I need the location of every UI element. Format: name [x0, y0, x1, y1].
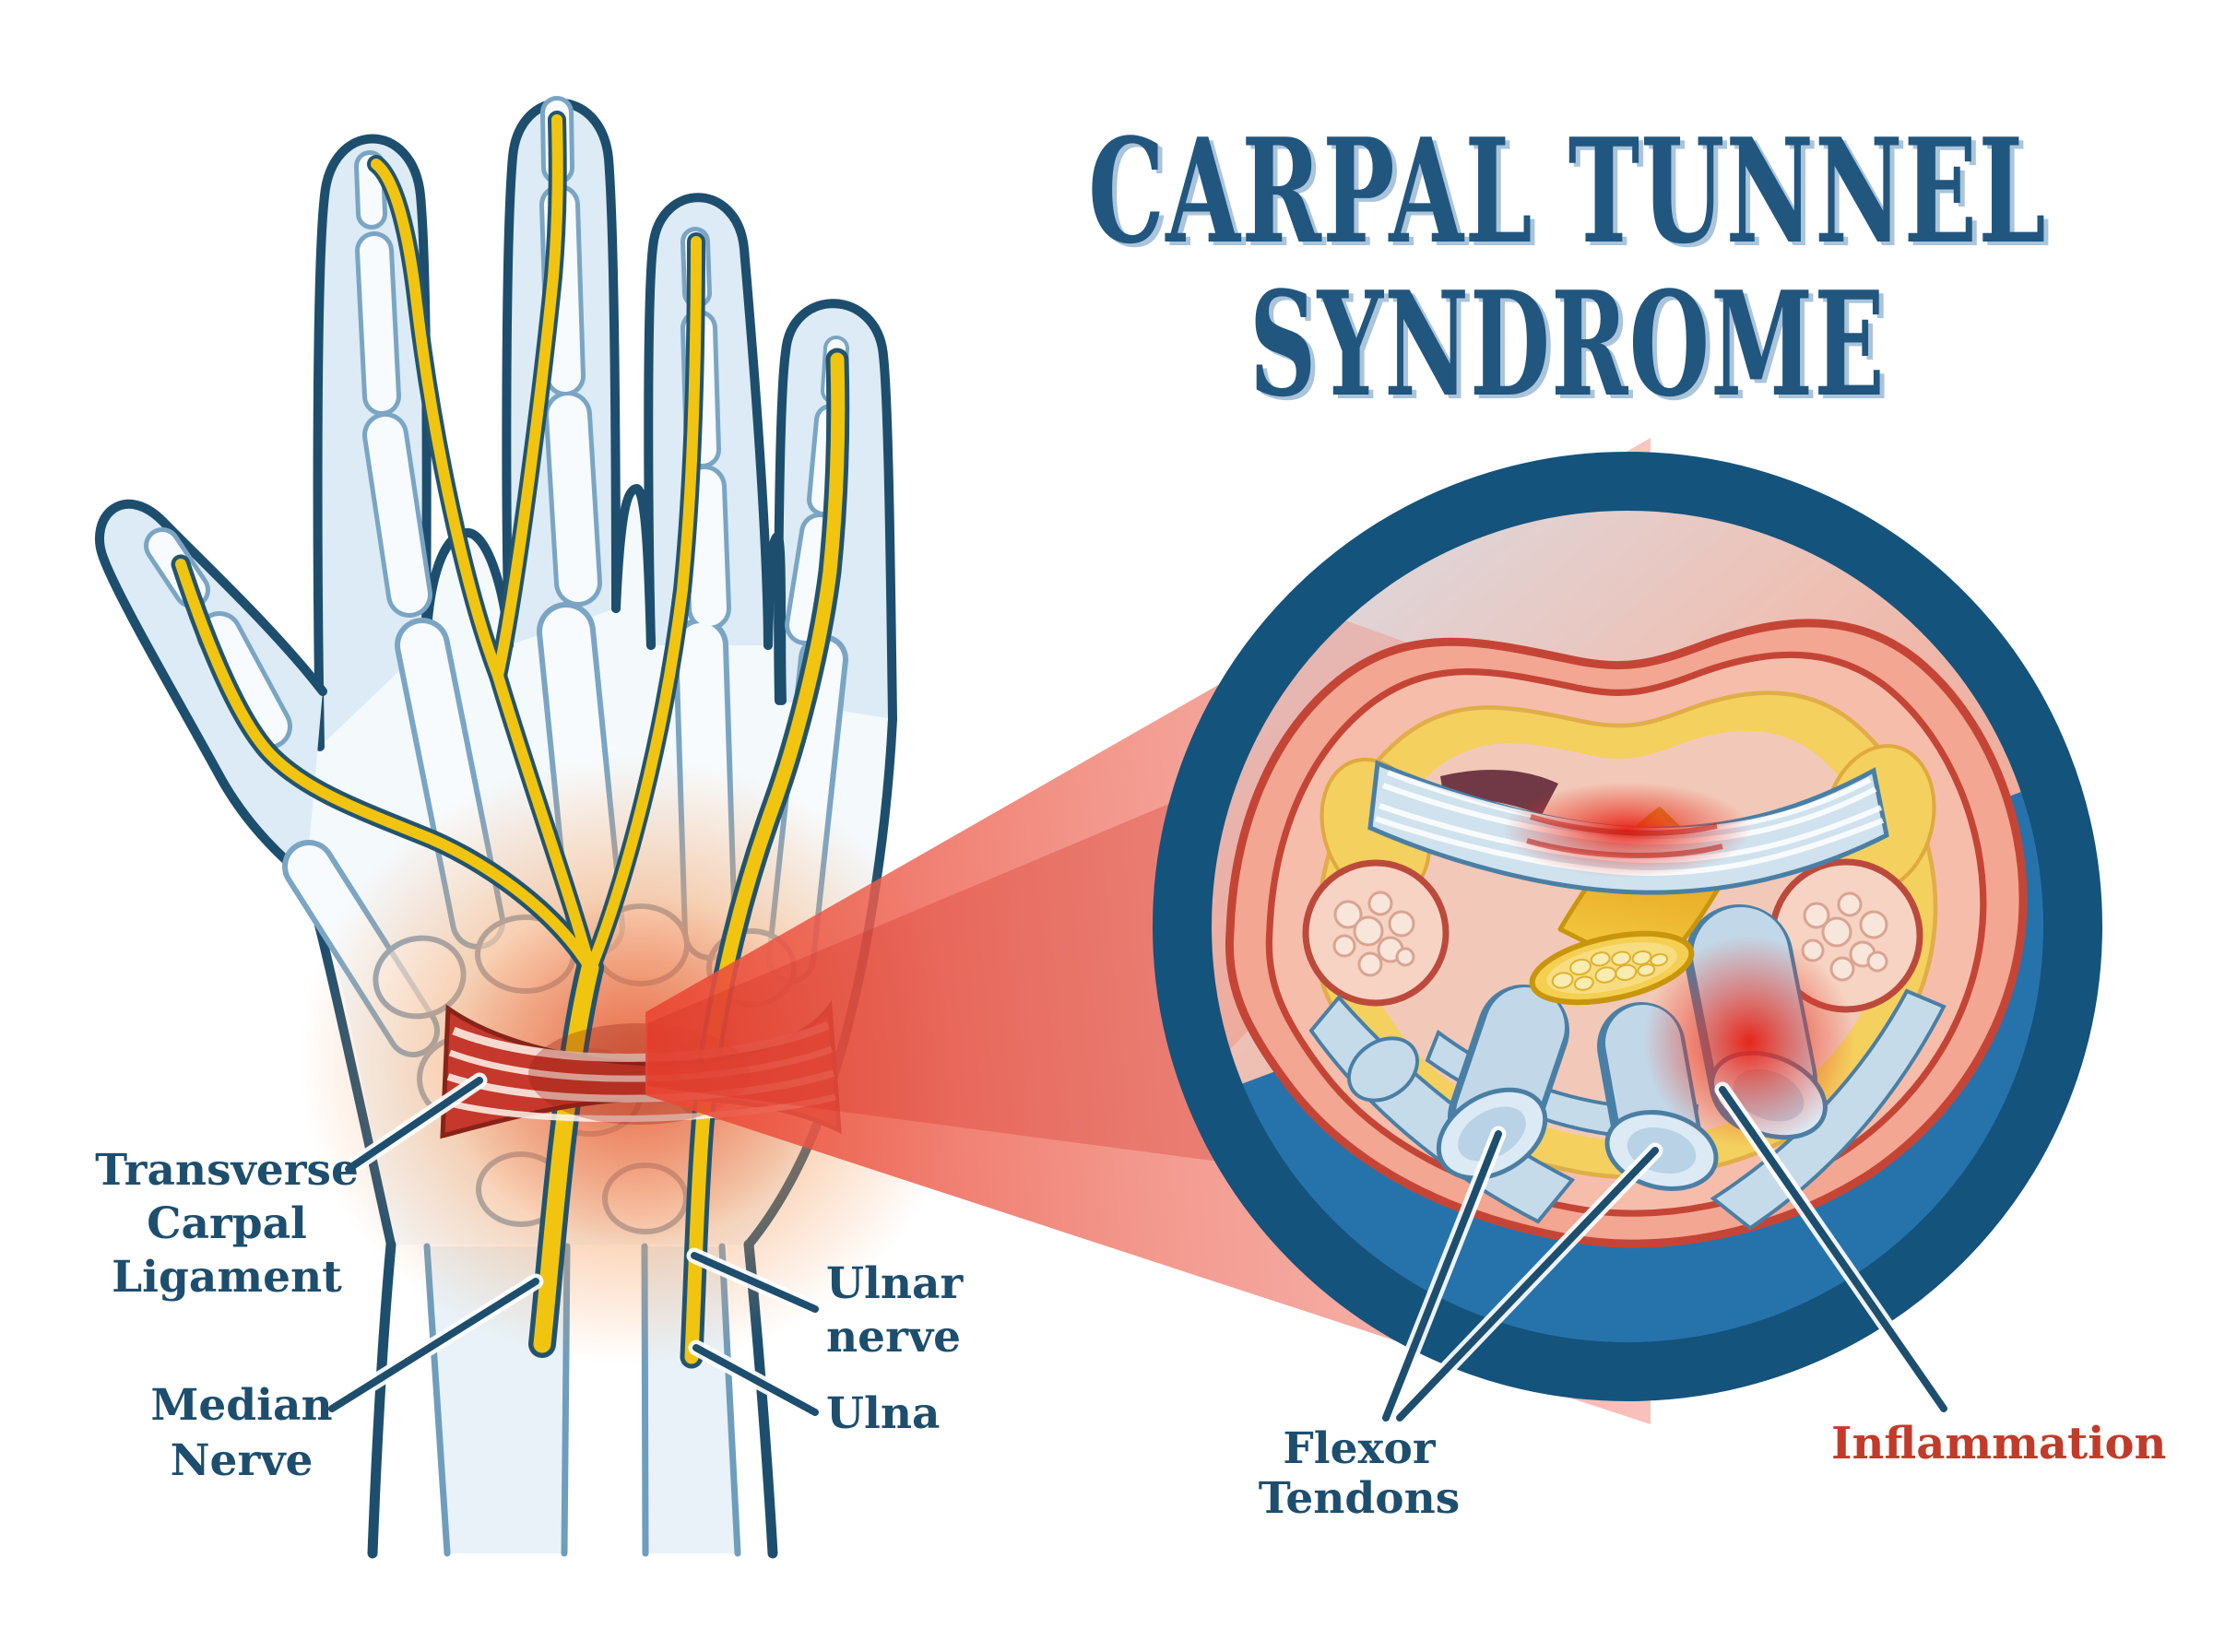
ligament-inflammation-glow [1503, 782, 1752, 878]
median-nerve-trunk [533, 959, 599, 1353]
label-transverse-line2: Carpal [147, 1198, 307, 1249]
label-median-nerve: Median Nerve [150, 1380, 332, 1486]
nerve-fascicle [1590, 951, 1611, 967]
nerve-fascicle [1631, 950, 1652, 966]
cross-section-inset [1153, 452, 2102, 1401]
nerve-fascicles [1551, 950, 1669, 991]
median-branch-middle [492, 114, 563, 681]
bone-texture-blob [1803, 902, 1830, 929]
nerve-fascicle [1551, 972, 1574, 989]
hand-illustration [95, 96, 964, 1559]
label-flexor-tendons: Flexor Tendons [1259, 1423, 1461, 1524]
label-flexor-line2: Tendons [1259, 1473, 1461, 1524]
bone-texture-blob [1866, 950, 1888, 973]
title-line1: CARPAL TUNNEL [1088, 107, 2047, 276]
bone-texture-blob [1388, 910, 1415, 938]
nerve-fascicle [1615, 963, 1638, 982]
bone-texture-blob [1837, 891, 1863, 917]
leader-median-nerve [328, 1278, 539, 1412]
title-line2: SYNDROME [1249, 260, 1886, 429]
nerve-fascicle [1650, 952, 1669, 967]
thumb [95, 499, 327, 882]
title-line2-shadow: SYNDROME [1254, 264, 1890, 432]
label-transverse-line3: Ligament [112, 1252, 342, 1303]
web-ring-pinky [763, 531, 787, 705]
nerve-fascicle [1573, 975, 1594, 991]
label-ulnar-line1: Ulnar [826, 1258, 964, 1309]
inset-ring [1153, 452, 2102, 1401]
inflamed-streak [1526, 838, 1723, 858]
title-block: CARPAL TUNNEL CARPAL TUNNEL SYNDROME SYN… [1088, 107, 2052, 432]
bone-core [359, 155, 383, 225]
forearm-left-contour [367, 1239, 396, 1559]
flexor-tendon-inflamed [1643, 904, 1855, 1148]
label-flexor-line1: Flexor [1283, 1423, 1436, 1474]
label-inflammation: Inflammation [1831, 1418, 2166, 1469]
bone-trabeculae [1332, 891, 1415, 977]
nerve-fascicle [1611, 950, 1631, 966]
median-branch-index [371, 159, 596, 974]
tendon-small [1346, 1036, 1420, 1103]
label-ulna: Ulna [826, 1388, 940, 1439]
flexor-tendons-group [1436, 904, 1855, 1191]
bone-core [789, 517, 835, 641]
bone-trabeculae [1801, 891, 1888, 982]
bone-core [549, 395, 598, 602]
label-transverse-line1: Transverse [95, 1145, 359, 1196]
web-index-middle [421, 527, 514, 650]
inflamed-streaks [1526, 814, 1723, 858]
bone-cross-section-left [1302, 859, 1450, 1007]
median-branch-thumb [175, 559, 596, 974]
bone-texture-blob [1332, 934, 1356, 958]
bone-core [201, 616, 288, 745]
leader-lines [324, 1072, 1952, 1426]
nerve-yellow-cores [175, 114, 846, 1364]
bone-core [367, 417, 428, 613]
leader-inflammation [1719, 1086, 1947, 1412]
bone-texture-blob [1367, 891, 1393, 916]
bone-texture-blob [1821, 916, 1852, 948]
leader-flexor-tendon-1 [1382, 1130, 1502, 1422]
label-median-line2: Nerve [171, 1435, 314, 1486]
leader-ulna [692, 1344, 819, 1416]
label-median-line1: Median [150, 1380, 332, 1431]
ulnar-nerve [684, 352, 846, 1364]
bone-core [687, 469, 727, 626]
nerves [171, 111, 850, 1369]
title-line1-shadow: CARPAL TUNNEL [1093, 111, 2052, 279]
leader-flexor-tendon-2 [1396, 1147, 1659, 1422]
label-inflammation-line1: Inflammation [1831, 1418, 2166, 1469]
bone-cross-section-right [1769, 858, 1923, 1013]
label-transverse-carpal-ligament: Transverse Carpal Ligament [95, 1145, 359, 1303]
bone-texture-blob [1395, 947, 1415, 967]
label-ulnar-line2: nerve [826, 1312, 961, 1363]
inset-contents [1211, 510, 2044, 1244]
tendon-inflammation-glow [1643, 936, 1855, 1148]
median-branch-ring [586, 236, 702, 972]
bone-texture-blob [1357, 951, 1383, 977]
inflamed-streak [1530, 814, 1718, 836]
ligament-band-inset [1367, 760, 1889, 895]
web-middle-ring [611, 484, 656, 650]
bone-texture-blob [1333, 900, 1363, 929]
label-ulnar-nerve: Ulnar nerve [826, 1258, 964, 1363]
bone-core [360, 236, 396, 411]
leader-transverse-carpal-ligament [345, 1077, 483, 1173]
bone-texture-blob [1353, 915, 1384, 947]
flexor-tendon-1 [1436, 985, 1569, 1181]
nerve-fascicle [1637, 963, 1656, 977]
bone-texture-blob [1829, 956, 1855, 982]
nerve-fascicle [1569, 958, 1592, 976]
leader-strokes [328, 1077, 1947, 1422]
label-ulna-line1: Ulna [826, 1388, 940, 1439]
leader-ulnar-nerve [691, 1252, 819, 1313]
bone-texture-blob [1859, 910, 1888, 939]
